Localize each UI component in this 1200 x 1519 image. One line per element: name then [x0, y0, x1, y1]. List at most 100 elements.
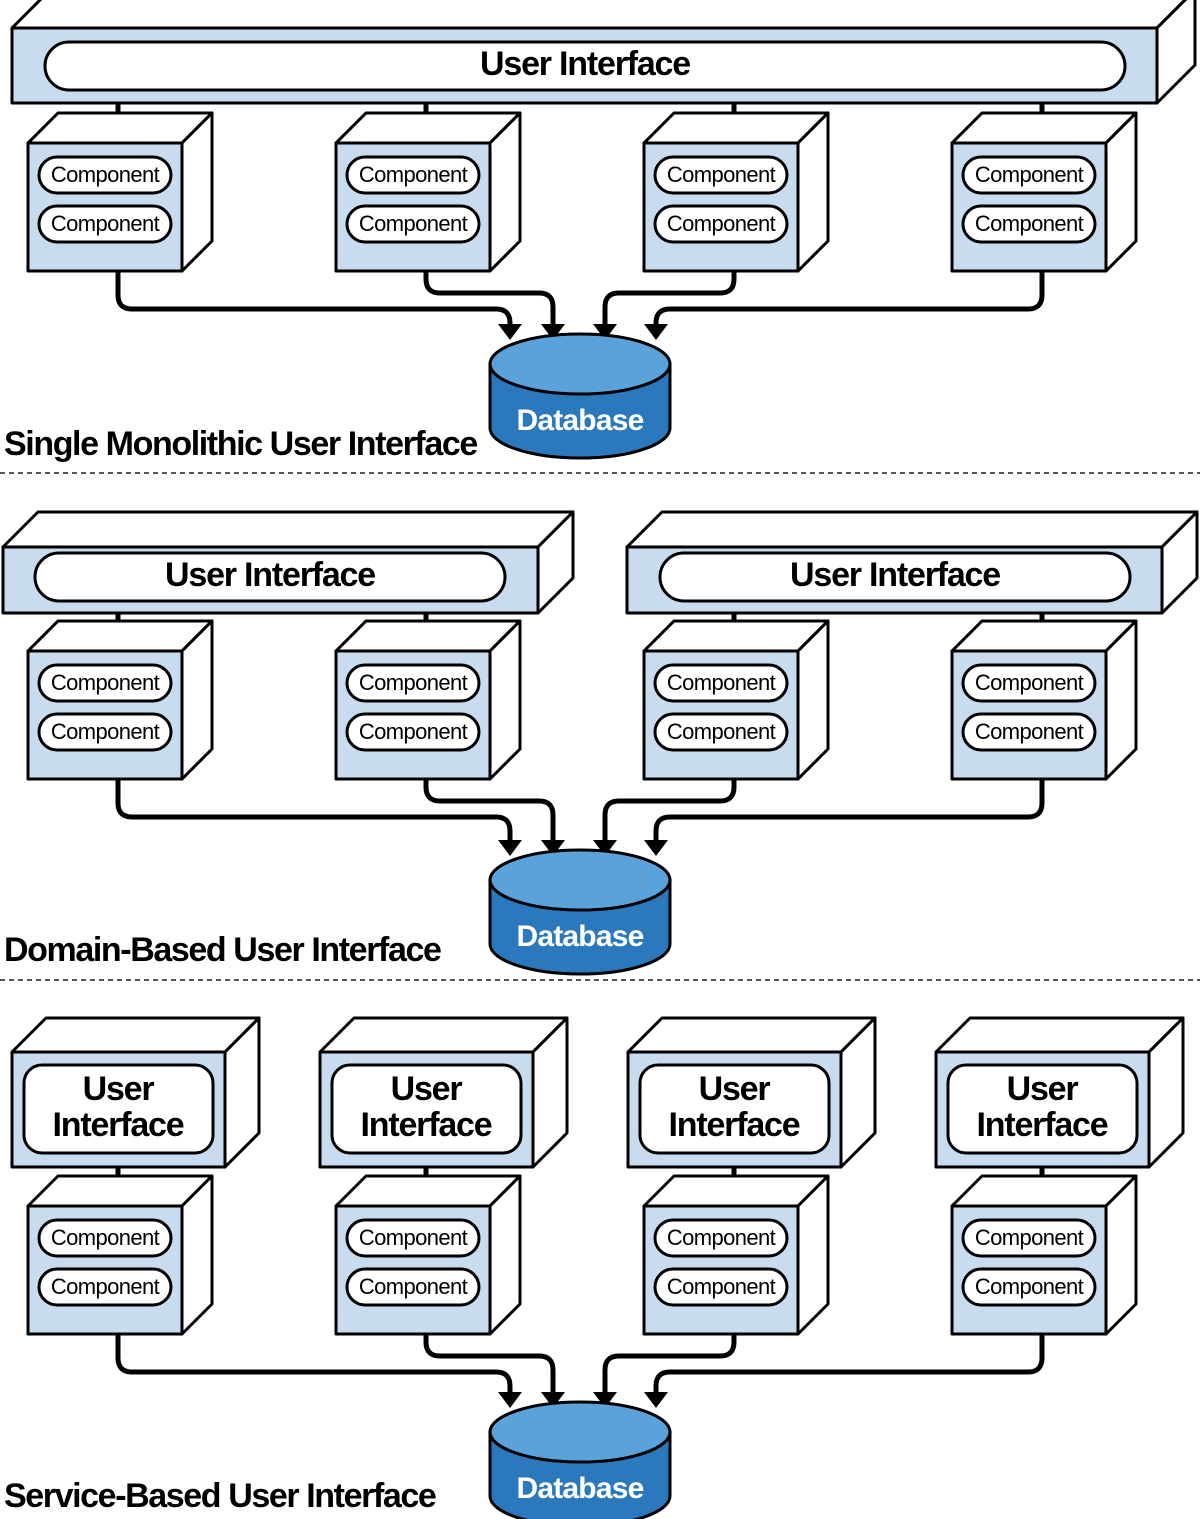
component-label: Component: [975, 719, 1084, 744]
component-label: Component: [51, 1225, 160, 1250]
section-title: Single Monolithic User Interface: [4, 425, 477, 463]
component-label: Component: [359, 670, 468, 695]
component-pill: [345, 663, 481, 703]
component-label: Component: [359, 162, 468, 187]
component-pill: [961, 155, 1097, 195]
component-label: Component: [975, 211, 1084, 236]
box-side-face: [796, 111, 830, 273]
component-label: Component: [359, 211, 468, 236]
user-interface-pill: [33, 551, 507, 603]
box-side-face: [488, 111, 522, 273]
section-monolithic: User InterfaceComponentComponentComponen…: [4, 0, 1197, 463]
user-interface-label-box: [330, 1063, 523, 1155]
database-label: Database: [516, 920, 643, 953]
box-side-face: [180, 111, 214, 273]
component-pill: [37, 204, 173, 244]
user-interface-pill: [43, 40, 1127, 92]
arrowhead: [593, 1392, 617, 1408]
connector-line: [115, 271, 513, 326]
box-top-face: [934, 1016, 1185, 1054]
connector-line: [602, 1334, 737, 1394]
database-connectors: [115, 271, 1045, 340]
component-label: Component: [51, 719, 160, 744]
connector-line: [653, 1334, 1045, 1394]
section-title: Domain-Based User Interface: [4, 931, 441, 969]
component-label: Component: [51, 1274, 160, 1299]
component-label: Component: [359, 1225, 468, 1250]
connector-line: [653, 779, 1045, 842]
database-top: [488, 332, 672, 396]
connector-line: [115, 779, 513, 842]
connector-line: [602, 271, 737, 326]
user-interface-label-box: [638, 1063, 831, 1155]
component-pill: [653, 1218, 789, 1258]
component-pill: [37, 663, 173, 703]
connector-line: [115, 1334, 513, 1394]
component-label: Component: [975, 670, 1084, 695]
box-top-face: [625, 510, 1199, 549]
box-top-face: [10, 0, 1188, 30]
connector-line: [602, 779, 737, 842]
component-pill: [345, 712, 481, 752]
component-pill: [961, 204, 1097, 244]
arrowhead: [593, 324, 617, 340]
box-top-face: [10, 1016, 261, 1054]
box-side-face: [488, 619, 522, 781]
database-top: [488, 848, 672, 912]
connector-line: [423, 271, 556, 326]
component-label: Component: [359, 1274, 468, 1299]
arrowhead: [644, 324, 668, 340]
component-label: Component: [667, 1225, 776, 1250]
database-top: [488, 1400, 672, 1464]
component-label: Component: [667, 211, 776, 236]
component-pill: [653, 712, 789, 752]
database-label: Database: [516, 404, 643, 437]
user-interface-pill: [658, 551, 1132, 603]
component-pill: [37, 712, 173, 752]
component-pill: [653, 204, 789, 244]
arrowhead: [593, 840, 617, 856]
connector-line: [423, 1334, 556, 1394]
component-label: Component: [975, 1274, 1084, 1299]
database-label: Database: [516, 1472, 643, 1505]
box-top-face: [318, 1016, 569, 1054]
user-interface-label-box: [22, 1063, 215, 1155]
box-side-face: [1104, 1174, 1138, 1336]
arrowhead: [541, 1392, 565, 1408]
component-label: Component: [667, 162, 776, 187]
component-pill: [653, 1267, 789, 1307]
component-label: Component: [975, 162, 1084, 187]
component-pill: [961, 1267, 1097, 1307]
database: Database: [488, 1400, 672, 1519]
section-title: Service-Based User Interface: [4, 1477, 436, 1515]
component-label: Component: [51, 211, 160, 236]
box-side-face: [1104, 619, 1138, 781]
component-pill: [345, 1267, 481, 1307]
box-side-face: [796, 1174, 830, 1336]
arrowhead: [498, 324, 522, 340]
component-pill: [653, 663, 789, 703]
component-label: Component: [51, 162, 160, 187]
component-pill: [961, 663, 1097, 703]
user-interface-label: User Interface: [480, 45, 690, 83]
